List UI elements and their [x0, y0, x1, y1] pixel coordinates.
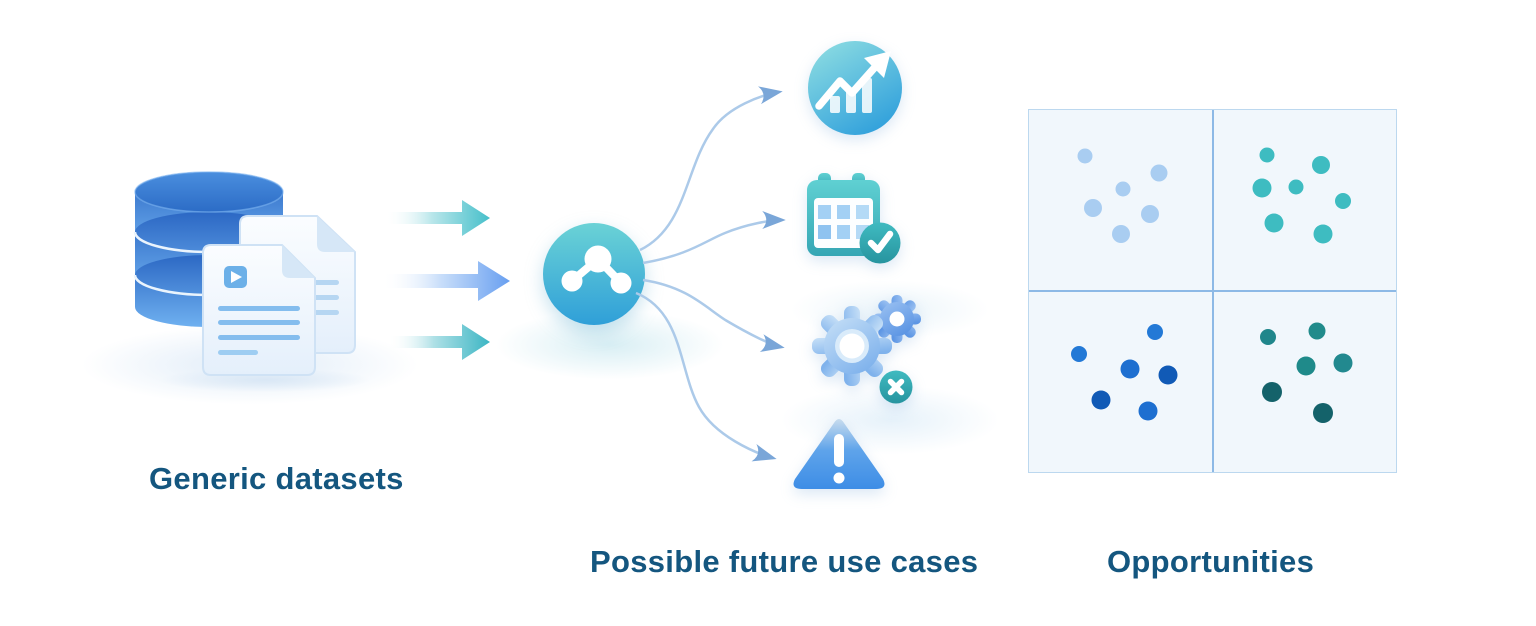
gears-error-icon — [812, 295, 921, 404]
connector-to-chart — [639, 86, 783, 252]
scatter-dot — [1288, 179, 1304, 195]
scatter-dot — [1252, 178, 1272, 198]
use-case-growth — [806, 39, 904, 137]
connector-to-gears — [642, 278, 785, 352]
flow-arrows-icon — [382, 200, 510, 360]
scatter-dot — [1111, 225, 1130, 244]
share-network-icon — [543, 223, 645, 325]
data-hub — [538, 218, 650, 330]
small-gear-icon — [873, 295, 921, 343]
connector-to-warning — [635, 291, 777, 462]
scatter-dot — [1120, 359, 1140, 379]
opportunities-label: Opportunities — [1107, 544, 1315, 579]
scatter-dot — [1083, 199, 1102, 218]
scatter-dot — [1313, 403, 1334, 424]
scatter-dot — [1264, 213, 1284, 233]
large-gear-icon — [812, 306, 892, 386]
warning-triangle-icon — [793, 419, 885, 489]
opportunity-quadrant-bottom-left — [1029, 291, 1213, 472]
calendar-check-icon — [807, 173, 901, 264]
connector-curves-icon — [635, 86, 786, 462]
scatter-dot — [1070, 345, 1087, 362]
scatter-dot — [1312, 155, 1331, 174]
connector-curves — [625, 55, 810, 475]
generic-datasets-label: Generic datasets — [149, 461, 404, 496]
arrow-bottom — [388, 324, 490, 360]
scatter-dot — [1335, 192, 1352, 209]
scatter-dot — [1077, 148, 1093, 164]
opportunity-quadrant-bottom-right — [1213, 291, 1397, 472]
connector-to-calendar — [642, 211, 786, 265]
scatter-dot — [1140, 205, 1159, 224]
front-document — [202, 244, 316, 376]
scatter-dot — [1259, 147, 1275, 163]
opportunity-quadrant-top-right — [1213, 110, 1397, 291]
flow-arrows — [380, 195, 520, 365]
scatter-dot — [1313, 224, 1333, 244]
generic-datasets-illustration — [120, 150, 380, 395]
scatter-dot — [1150, 164, 1168, 182]
scatter-dot — [1260, 328, 1277, 345]
scatter-dot — [1146, 323, 1163, 340]
scatter-dot — [1091, 390, 1111, 410]
opportunities-grid — [1028, 109, 1397, 473]
scatter-dot — [1333, 353, 1353, 373]
use-case-schedule — [805, 170, 905, 268]
arrow-top — [385, 200, 490, 236]
grid-divider-horizontal — [1029, 290, 1396, 292]
scatter-dot — [1158, 365, 1178, 385]
use-cases-label: Possible future use cases — [590, 544, 979, 579]
scatter-dot — [1115, 181, 1131, 197]
scatter-dot — [1138, 401, 1158, 421]
use-case-risk — [790, 414, 890, 494]
scatter-dot — [1296, 356, 1316, 376]
scatter-dot — [1308, 322, 1326, 340]
use-case-automation — [808, 293, 928, 408]
opportunity-quadrant-top-left — [1029, 110, 1213, 291]
scatter-dot — [1262, 382, 1283, 403]
database-documents-icon — [133, 171, 370, 392]
arrow-middle — [382, 261, 510, 301]
growth-chart-icon — [808, 41, 902, 135]
